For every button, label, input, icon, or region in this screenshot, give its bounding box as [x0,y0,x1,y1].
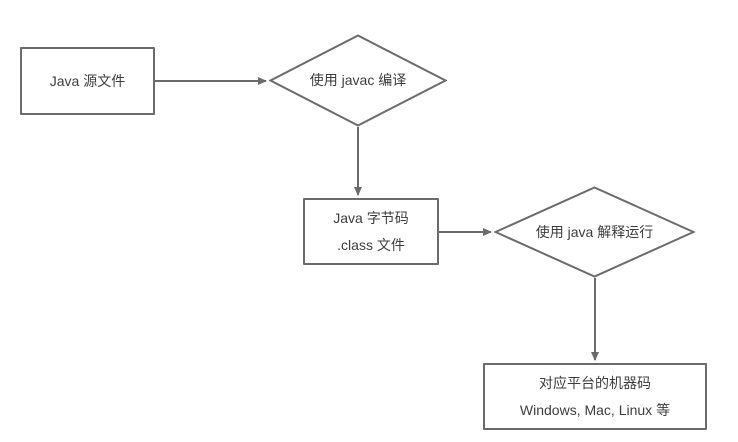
node-java-bytecode-line1: Java 字节码 [333,209,409,226]
node-java-source: Java 源文件 [20,47,155,115]
node-java-interpret-label: 使用 java 解释运行 [535,223,654,240]
node-javac-compile-label: 使用 javac 编译 [309,72,407,88]
diamond-shape [494,186,695,278]
node-machine-code-line1: 对应平台的机器码 [539,374,651,391]
node-java-source-label: Java 源文件 [49,72,126,89]
node-machine-code-line2: Windows, Mac, Linux 等 [519,401,671,418]
node-machine-code: 对应平台的机器码 Windows, Mac, Linux 等 [483,363,707,430]
node-java-bytecode-line2: .class 文件 [337,236,405,253]
node-java-interpret: 使用 java 解释运行 [494,186,695,278]
node-java-bytecode: Java 字节码 .class 文件 [303,198,439,265]
node-javac-compile: 使用 javac 编译 [269,34,447,127]
diamond-shape [269,34,447,127]
